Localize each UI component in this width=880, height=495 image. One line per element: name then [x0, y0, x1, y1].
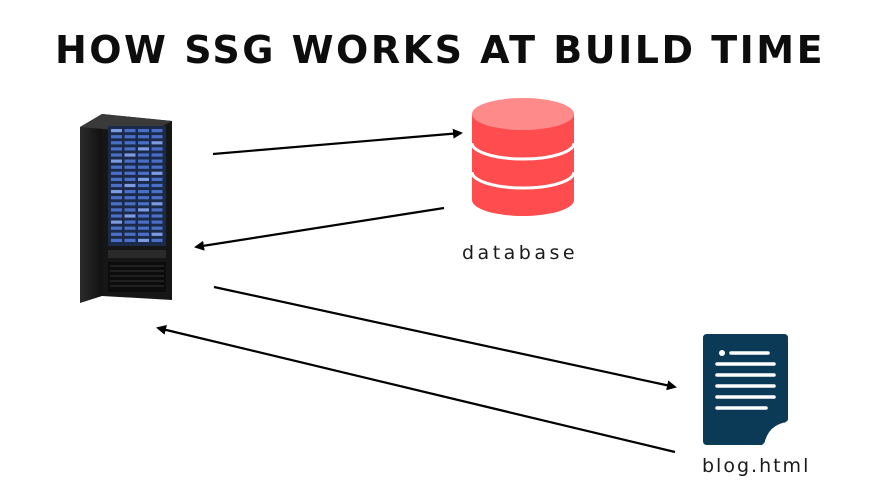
file-label: blog.html: [702, 455, 811, 477]
edge-database-to-server: [194, 206, 445, 251]
database-label: database: [462, 242, 579, 264]
document-icon: [703, 334, 788, 445]
database-icon: [470, 98, 576, 216]
server-rack-icon: [80, 114, 172, 303]
edge-server-to-database: [212, 128, 463, 156]
edge-server-to-file: [213, 285, 677, 391]
diagram-title: HOW SSG WORKS AT BUILD TIME: [54, 28, 826, 72]
edge-file-to-server: [156, 325, 676, 454]
